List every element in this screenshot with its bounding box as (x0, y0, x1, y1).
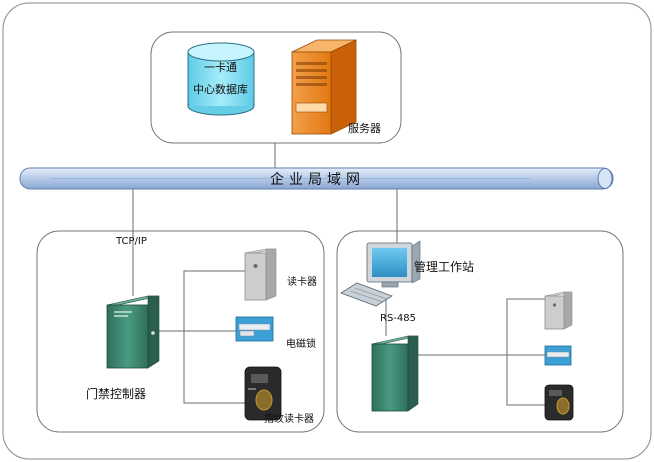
controller-label: 门禁控制器 (86, 387, 147, 401)
right-card-reader-icon (544, 291, 573, 330)
fingerprint-reader-icon (244, 366, 282, 421)
right-controller-icon (371, 335, 419, 412)
database-icon (187, 42, 255, 116)
fingerprint-reader-label: 指纹读卡器 (264, 414, 314, 425)
magnetic-lock-label: 电磁锁 (286, 339, 316, 350)
right-fingerprint-reader-icon (544, 384, 574, 421)
access-controller-icon (106, 295, 160, 369)
rs485-label: RS-485 (380, 313, 416, 324)
card-reader-label: 读卡器 (287, 277, 317, 288)
database-label-line1: 一卡通 (204, 61, 237, 74)
connection-lines (132, 143, 545, 406)
lan-pipe (19, 167, 614, 190)
workstation-icon (340, 240, 421, 307)
card-reader-icon (244, 248, 277, 301)
workstation-label: 管理工作站 (414, 260, 475, 274)
magnetic-lock-icon (235, 316, 274, 342)
server-label: 服务器 (348, 122, 381, 135)
right-magnetic-lock-icon (544, 345, 572, 366)
lan-label: 企业局域网 (270, 172, 365, 188)
tcpip-label: TCP/IP (116, 236, 147, 247)
database-label-line2: 中心数据库 (193, 83, 248, 96)
server-icon (291, 39, 357, 135)
